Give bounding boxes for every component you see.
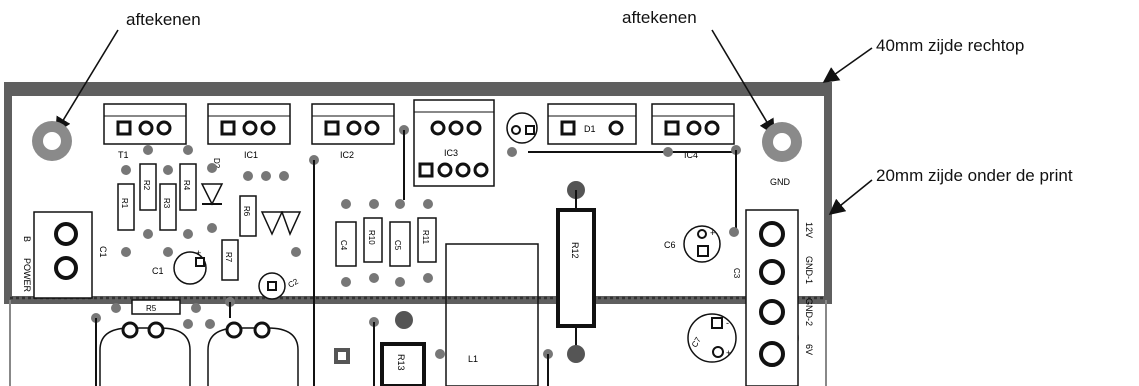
cap-c4: C4 xyxy=(335,221,357,267)
svg-text:12V: 12V xyxy=(804,222,814,238)
svg-text:C5: C5 xyxy=(393,240,402,251)
svg-text:C4: C4 xyxy=(339,240,348,251)
svg-text:C1: C1 xyxy=(152,266,164,276)
svg-text:IC4: IC4 xyxy=(684,150,698,160)
svg-text:GND-2: GND-2 xyxy=(804,298,814,326)
cap-c2: C2 xyxy=(258,272,300,300)
svg-text:R4: R4 xyxy=(182,180,191,191)
svg-text:R2: R2 xyxy=(142,180,151,191)
to220-ic1: IC1 xyxy=(207,103,291,160)
arrow-20mm xyxy=(828,179,873,216)
svg-text:+: + xyxy=(726,348,731,358)
svg-text:R13: R13 xyxy=(396,354,406,371)
resistor-r13: R13 xyxy=(380,342,426,386)
svg-text:T1: T1 xyxy=(118,150,129,160)
annotation-20mm-side: 20mm zijde onder de print xyxy=(876,166,1073,185)
svg-text:R10: R10 xyxy=(367,230,376,245)
svg-text:IC3: IC3 xyxy=(444,148,458,158)
svg-text:C1: C1 xyxy=(98,246,108,258)
arrow-left xyxy=(55,29,119,134)
cap-c6: + C6 xyxy=(664,225,721,263)
svg-text:D1: D1 xyxy=(584,124,596,134)
resistor-r2: R2 xyxy=(139,163,157,211)
arrow-right xyxy=(711,29,775,136)
to220-t1: T1 xyxy=(103,103,187,160)
svg-text:R7: R7 xyxy=(224,252,233,263)
svg-text:IC2: IC2 xyxy=(340,150,354,160)
arrow-40mm xyxy=(822,47,873,83)
label-gnd: GND xyxy=(770,177,791,187)
cap-c1: + C1 xyxy=(152,248,207,285)
svg-text:R12: R12 xyxy=(570,242,580,259)
svg-text:R3: R3 xyxy=(162,198,171,209)
ic3: IC3 xyxy=(413,99,495,187)
to220-d1: D1 xyxy=(547,103,637,145)
label-l1: L1 xyxy=(468,354,478,364)
svg-text:POWER: POWER xyxy=(22,258,32,293)
resistor-r1: R1 xyxy=(117,183,135,231)
annotation-40mm-side: 40mm zijde rechtop xyxy=(876,36,1025,55)
svg-text:R5: R5 xyxy=(146,304,157,313)
svg-text:+: + xyxy=(196,248,201,258)
resistor-r7: R7 xyxy=(221,239,239,281)
svg-text:R11: R11 xyxy=(421,230,430,245)
resistor-r6: R6 xyxy=(239,195,257,237)
cap-c9 xyxy=(506,112,538,157)
led-d3 xyxy=(243,171,302,257)
svg-text:GND-1: GND-1 xyxy=(804,256,814,284)
power-connector: B POWER C1 xyxy=(22,211,108,299)
annotation-mark-left: aftekenen xyxy=(126,10,201,29)
resistor-r10: R10 xyxy=(363,217,383,263)
svg-text:+: + xyxy=(710,228,715,238)
terminal-block: C3 12V GND-1 GND-2 6V xyxy=(732,209,814,386)
annotation-mark-right: aftekenen xyxy=(622,8,697,27)
resistor-r11: R11 xyxy=(417,217,437,263)
resistor-r12: R12 xyxy=(556,181,596,363)
svg-text:D2: D2 xyxy=(212,158,221,169)
svg-text:IC1: IC1 xyxy=(244,150,258,160)
to220-ic2: IC2 xyxy=(311,103,395,160)
svg-text:6V: 6V xyxy=(804,344,814,355)
inductor-l1-outline xyxy=(445,243,539,386)
to220-ic4: IC4 xyxy=(651,103,735,160)
diode-d2: D2 xyxy=(200,158,224,233)
resistor-r4: R4 xyxy=(179,163,197,211)
cap-c7: - + C7 xyxy=(687,313,737,363)
board-top-edge xyxy=(8,86,828,96)
resistor-r3: R3 xyxy=(159,183,177,231)
svg-text:C3: C3 xyxy=(732,268,741,279)
svg-text:C6: C6 xyxy=(664,240,676,250)
svg-text:R6: R6 xyxy=(242,206,251,217)
resistor-r5: R5 xyxy=(111,299,201,315)
svg-text:R1: R1 xyxy=(120,198,129,209)
svg-text:-: - xyxy=(726,318,729,328)
pot-right xyxy=(207,327,299,386)
cap-c5: C5 xyxy=(389,221,411,267)
pot-left xyxy=(99,327,191,386)
svg-text:B: B xyxy=(22,236,32,242)
